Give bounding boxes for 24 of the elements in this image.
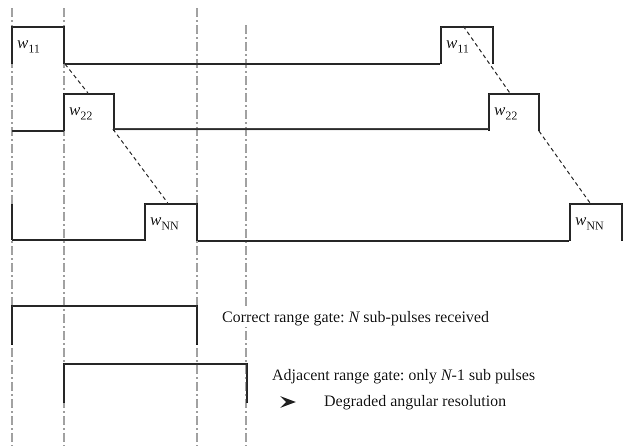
waveform-line	[198, 240, 569, 242]
delay-line	[112, 128, 168, 204]
delay-line	[462, 26, 510, 94]
delay-line	[538, 130, 591, 204]
pulse-outline	[569, 203, 623, 241]
range-gate-bracket	[63, 363, 248, 403]
pulse-outline	[440, 26, 494, 64]
pulse-label: w$_{22}$	[494, 101, 518, 124]
pulse-label: w$_{22}$	[69, 101, 92, 124]
range-gate-caption: Adjacent range gate: only N-1 sub pulses	[272, 367, 536, 385]
pulse-label: w$_{11}$	[17, 34, 40, 58]
waveform-line	[115, 128, 488, 130]
pulse-label: w$_{NN}$	[575, 211, 604, 234]
pulse-outline	[63, 93, 115, 131]
range-gate-bracket	[11, 305, 198, 345]
pulse-label: w$_{NN}$	[150, 211, 179, 234]
waveform-line	[65, 63, 440, 65]
range-gate-caption: Degraded angular resolution	[324, 393, 506, 411]
delay-line	[64, 64, 88, 94]
pulse-label: w$_{11}$	[446, 34, 469, 58]
pulse-outline	[488, 93, 540, 131]
pulse-outline	[144, 203, 198, 241]
range-gate-caption: Correct range gate: N sub-pulses received	[222, 309, 490, 327]
pulse-outline	[11, 26, 65, 64]
